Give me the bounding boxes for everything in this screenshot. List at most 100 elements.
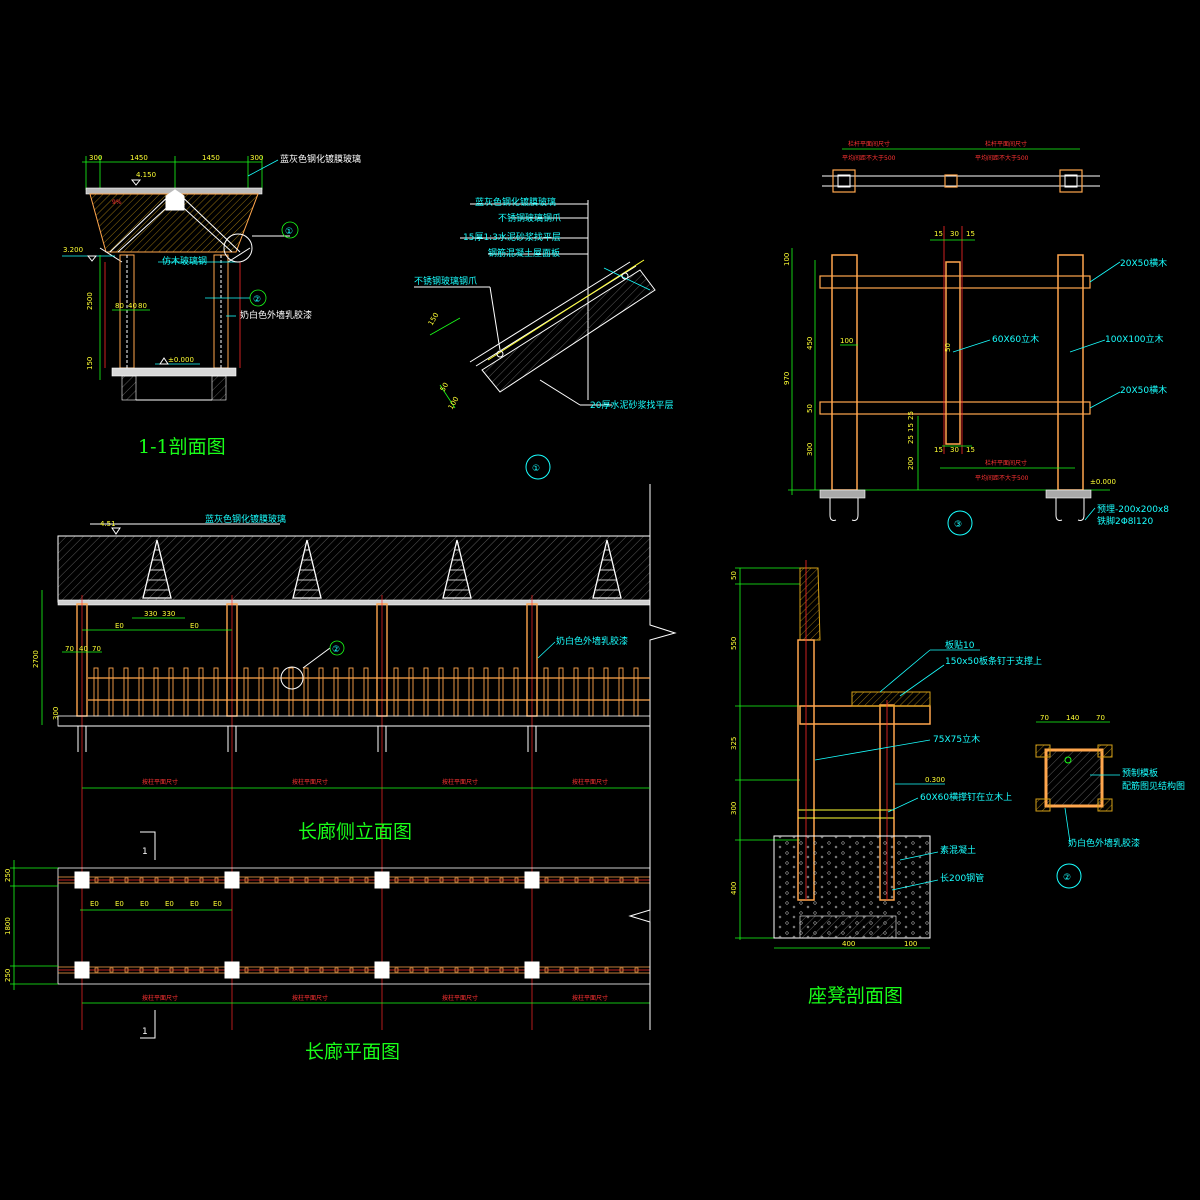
plan-baluster [154, 967, 159, 973]
plan-baluster [199, 967, 204, 973]
plan-baluster [409, 877, 414, 883]
d3-top-4: 平均间距不大于500 [975, 154, 1029, 162]
dim-1: 300 [89, 154, 102, 162]
baluster [573, 667, 579, 717]
plan-bay-4: 按柱平面尺寸 [572, 994, 608, 1002]
plan-baluster [544, 967, 549, 973]
plan-baluster [184, 967, 189, 973]
plan-baluster [139, 967, 144, 973]
baluster [303, 667, 309, 717]
baluster [453, 667, 459, 717]
d3-label: ③ [954, 520, 962, 530]
d3-embed-2: 铁脚2Φ8l120 [1097, 515, 1153, 527]
plan-bay-3: 按柱平面尺寸 [442, 994, 478, 1002]
plan-baluster [364, 877, 369, 883]
d3-dim-l4: 300 [806, 443, 814, 456]
corridor-plan: 1 1 250 1800 250 E0 E0 E0 E0 E0 E0 按柱平面尺… [4, 831, 651, 1063]
baluster [408, 667, 414, 717]
plan-dim-3: 250 [4, 969, 12, 982]
baluster [363, 667, 369, 717]
bench-note-1: 板贴10 [945, 639, 975, 651]
d3-dim-l1: 100 [783, 253, 791, 266]
plan-baluster [514, 967, 519, 973]
plan-baluster [559, 877, 564, 883]
baluster [153, 667, 159, 717]
plan-baluster [199, 877, 204, 883]
callout-2: ② [253, 295, 261, 305]
note-fake-wood: 仿木玻璃钢 [162, 255, 207, 267]
baluster [258, 667, 264, 717]
plan-baluster [94, 877, 99, 883]
d3-note-2: 60X60立木 [992, 333, 1039, 345]
plan-baluster [259, 967, 264, 973]
baluster [468, 667, 474, 717]
roof-truss [592, 539, 622, 599]
plan-baluster [469, 877, 474, 883]
plan-e-4: E0 [165, 900, 174, 908]
baluster [633, 667, 639, 717]
plan-baluster [109, 967, 114, 973]
title-section-1-1: 1-1剖面图 [138, 436, 226, 458]
d1-note-3: 15厚1:3水泥砂浆找平层 [463, 231, 561, 243]
bench-note-4: 60X60横撑钉在立木上 [920, 791, 1012, 803]
detail-2: 70 140 70 预制模板 配筋图见结构图 奶白色外墙乳胶漆 ② [1035, 714, 1185, 889]
baluster [93, 667, 99, 717]
bench-note-3: 75X75立木 [933, 733, 980, 745]
plan-baluster [619, 967, 624, 973]
plan-baluster [559, 967, 564, 973]
bench-dim-4: 300 [730, 802, 738, 815]
d2-note-3: 奶白色外墙乳胶漆 [1068, 837, 1140, 849]
d2-dim-2: 140 [1066, 714, 1079, 722]
d3-top-2: 栏杆平面间尺寸 [985, 140, 1027, 148]
d3-dim-m8: 30 [950, 446, 959, 454]
bench-dim-1: 50 [730, 571, 738, 580]
elev-dim-300: 300 [52, 707, 60, 720]
d1-dim-2: 50 [439, 381, 450, 393]
roof-truss [292, 539, 322, 599]
plan-baluster [484, 967, 489, 973]
roof-truss [142, 539, 172, 599]
bench-dim-3: 325 [730, 737, 738, 750]
d3-note-4: 20X50横木 [1120, 384, 1167, 396]
plan-baluster [169, 877, 174, 883]
baluster [513, 667, 519, 717]
d1-note-4: 钢筋混凝土屋面板 [488, 247, 560, 259]
plan-column [524, 871, 540, 889]
elev-dim-330-2: 330 [162, 610, 175, 618]
dim-col-3: 80 [138, 302, 147, 310]
baluster [543, 667, 549, 717]
elev-bay-1: 按柱平面尺寸 [142, 778, 178, 786]
bench-note-2: 150x50板条钉于支撑上 [945, 655, 1042, 667]
bench-dim-2: 550 [730, 637, 738, 650]
d3-dim-m2: 50 [944, 343, 952, 352]
plan-baluster [319, 967, 324, 973]
plan-baluster [334, 967, 339, 973]
elev-bay-2: 按柱平面尺寸 [292, 778, 328, 786]
plan-column [374, 871, 390, 889]
bench-dim-b1: 400 [842, 940, 855, 948]
dim-150: 150 [86, 357, 94, 370]
plan-baluster [274, 877, 279, 883]
baluster [123, 667, 129, 717]
d2-dim-3: 70 [1096, 714, 1105, 722]
plan-bay-2: 按柱平面尺寸 [292, 994, 328, 1002]
plan-baluster [439, 967, 444, 973]
corridor-elevation: 4.51 蓝灰色钢化镀膜玻璃 2700 300 330 330 E0 E0 70… [32, 484, 677, 1030]
d1-label: ① [532, 464, 540, 474]
bench-note-5: 素混凝土 [940, 844, 976, 856]
plan-baluster [514, 877, 519, 883]
plan-column [224, 961, 240, 979]
detail-1: 蓝灰色钢化镀膜玻璃 不锈钢玻璃钢爪 15厚1:3水泥砂浆找平层 钢筋混凝土屋面板… [414, 196, 673, 480]
d3-note-1: 20X50横木 [1120, 257, 1167, 269]
d2-label: ② [1063, 873, 1071, 883]
plan-dim-2: 1800 [4, 917, 12, 935]
plan-baluster [349, 967, 354, 973]
plan-baluster [139, 877, 144, 883]
d1-note-2: 不锈钢玻璃钢爪 [498, 212, 561, 224]
d3-bot-2: 平均间距不大于500 [975, 474, 1029, 482]
elev-dim-s2: 40 [79, 645, 88, 653]
note-paint: 奶白色外墙乳胶漆 [240, 309, 312, 321]
plan-baluster [289, 877, 294, 883]
plan-dim-1: 250 [4, 869, 12, 882]
